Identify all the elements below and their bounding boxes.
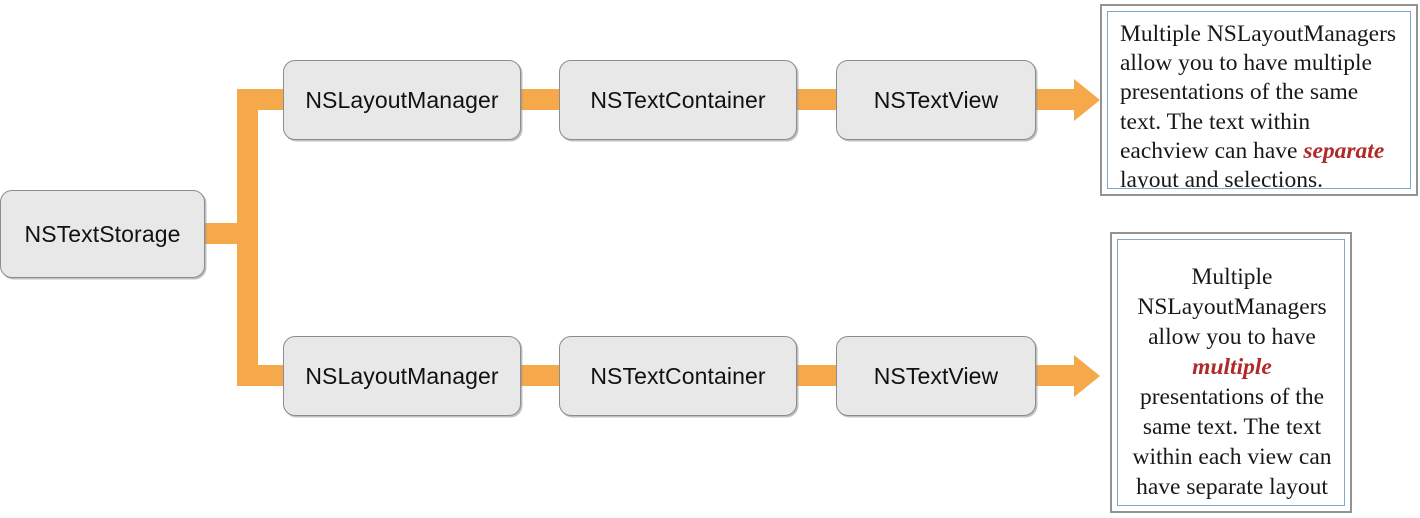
node-top-nstextcontainer-label: NSTextContainer xyxy=(590,86,766,113)
panel-text-run: layout and selections. xyxy=(1120,167,1323,189)
panel-bottom-textview-output[interactable]: Multiple NSLayoutManagers allow you to h… xyxy=(1110,232,1352,513)
connector-top-tc-to-tv xyxy=(792,89,840,110)
connector-top-lm-to-tc xyxy=(517,89,564,110)
node-top-nstextview-label: NSTextView xyxy=(873,86,999,113)
panel-text-run: presentations of the same text. The text… xyxy=(1132,384,1332,505)
connector-bottom-branch xyxy=(237,365,292,386)
connector-bottom-lm-to-tc xyxy=(517,365,564,386)
arrow-shaft-bottom xyxy=(1032,365,1074,386)
panel-highlight-word: separate xyxy=(1303,137,1385,164)
arrow-shaft-top xyxy=(1032,89,1074,110)
node-nstextstorage-label: NSTextStorage xyxy=(24,220,181,247)
connector-vertical-trunk xyxy=(237,89,258,386)
panel-highlight-word: multiple xyxy=(1192,354,1272,380)
node-bottom-nstextview-label: NSTextView xyxy=(873,362,999,389)
node-bottom-nstextview[interactable]: NSTextView xyxy=(836,336,1036,416)
node-nstextstorage[interactable]: NSTextStorage xyxy=(0,190,205,278)
connector-storage-stub xyxy=(203,223,245,244)
node-top-nstextview[interactable]: NSTextView xyxy=(836,60,1036,140)
panel-top-textview-output[interactable]: Multiple NSLayoutManagers allow you to h… xyxy=(1100,4,1418,196)
connector-bottom-tc-to-tv xyxy=(792,365,840,386)
node-top-nstextcontainer[interactable]: NSTextContainer xyxy=(559,60,797,140)
panel-top-text-content: Multiple NSLayoutManagers allow you to h… xyxy=(1107,11,1411,189)
arrow-head-top-icon xyxy=(1074,78,1100,121)
node-top-nslayoutmanager[interactable]: NSLayoutManager xyxy=(283,60,521,140)
panel-text-run: Multiple NSLayoutManagers allow you to h… xyxy=(1137,264,1327,350)
node-bottom-nstextcontainer[interactable]: NSTextContainer xyxy=(559,336,797,416)
arrow-head-bottom-icon xyxy=(1074,354,1100,397)
node-top-nslayoutmanager-label: NSLayoutManager xyxy=(305,86,499,113)
node-bottom-nslayoutmanager[interactable]: NSLayoutManager xyxy=(283,336,521,416)
panel-text-run: Multiple NSLayoutManagers allow you to h… xyxy=(1120,21,1397,164)
node-bottom-nslayoutmanager-label: NSLayoutManager xyxy=(305,362,499,389)
node-bottom-nstextcontainer-label: NSTextContainer xyxy=(590,362,766,389)
panel-bottom-text-content: Multiple NSLayoutManagers allow you to h… xyxy=(1117,239,1345,506)
connector-top-branch xyxy=(237,89,292,110)
